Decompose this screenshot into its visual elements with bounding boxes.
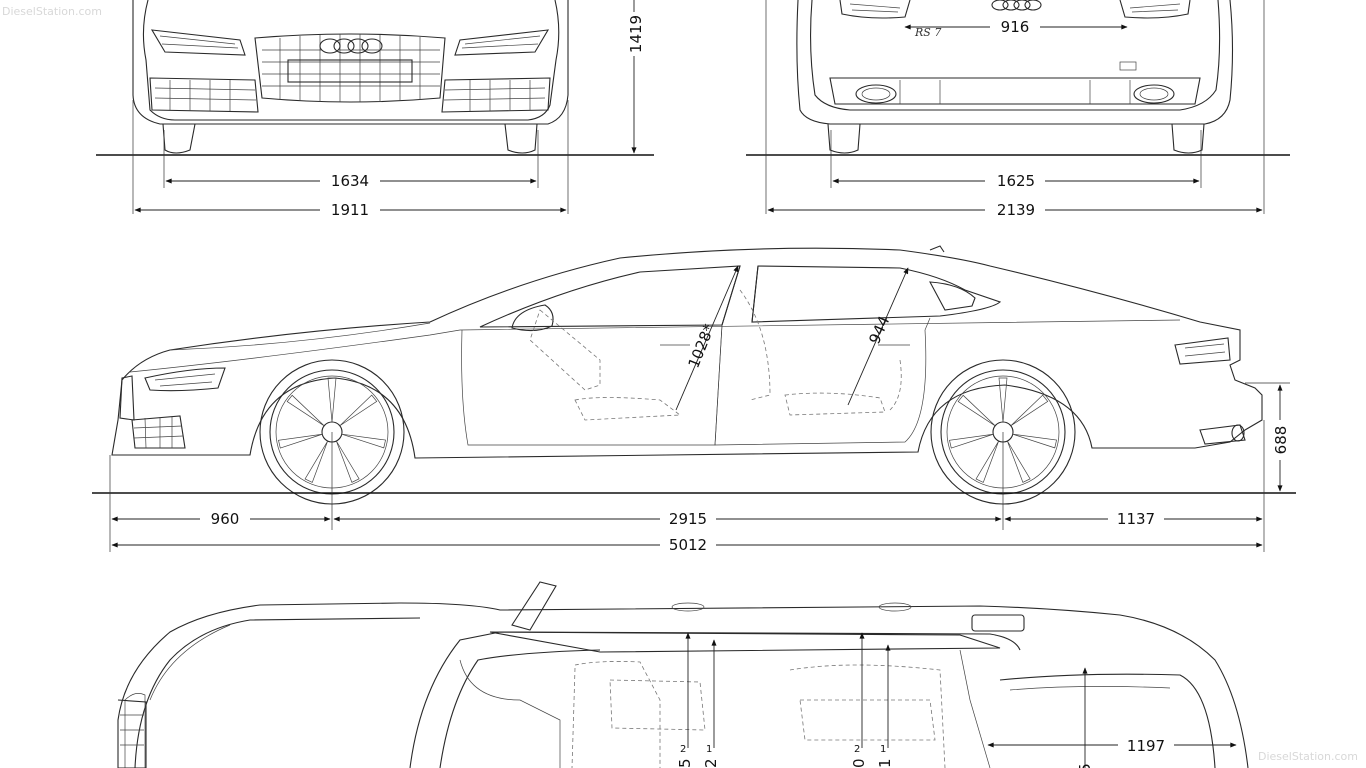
height-dimension: 1419 bbox=[627, 15, 645, 53]
front-width-dimension: 1911 bbox=[331, 201, 369, 219]
top-view: 25 2 52 1 90 2 21 1 1197 5 bbox=[117, 581, 1249, 768]
overall-length-dimension: 5012 bbox=[669, 536, 707, 554]
trunk-width-dimension: 1197 bbox=[1127, 737, 1165, 755]
rear-view: RS 7 916 1625 2139 bbox=[746, 0, 1290, 219]
trunk-depth-dimension: 5 bbox=[1076, 763, 1094, 768]
sill-height-dimension: 688 bbox=[1272, 426, 1290, 455]
side-view: 1028* 944 960 2915 1137 5012 688 bbox=[92, 245, 1296, 554]
top-dim-b-superscript: 1 bbox=[706, 744, 712, 755]
rear-overhang-dimension: 1137 bbox=[1117, 510, 1155, 528]
top-dim-c: 90 bbox=[850, 758, 868, 768]
rs7-badge: RS 7 bbox=[914, 26, 941, 39]
top-dim-a: 25 bbox=[676, 758, 694, 768]
front-track-dimension: 1634 bbox=[331, 172, 369, 190]
trunk-opening-dimension: 916 bbox=[1001, 18, 1030, 36]
top-dim-c-superscript: 2 bbox=[854, 744, 860, 755]
rear-width-dimension: 2139 bbox=[997, 201, 1035, 219]
top-dim-d: 21 bbox=[876, 758, 894, 768]
top-dim-b: 52 bbox=[702, 758, 720, 768]
front-view: 1634 1911 1419 bbox=[96, 0, 654, 219]
wheelbase-dimension: 2915 bbox=[669, 510, 707, 528]
rear-track-dimension: 1625 bbox=[997, 172, 1035, 190]
watermark-top-left: DieselStation.com bbox=[2, 5, 102, 18]
top-dim-d-superscript: 1 bbox=[880, 744, 886, 755]
watermark-bottom-right: DieselStation.com bbox=[1258, 750, 1358, 763]
front-overhang-dimension: 960 bbox=[211, 510, 240, 528]
top-dim-a-superscript: 2 bbox=[680, 744, 686, 755]
